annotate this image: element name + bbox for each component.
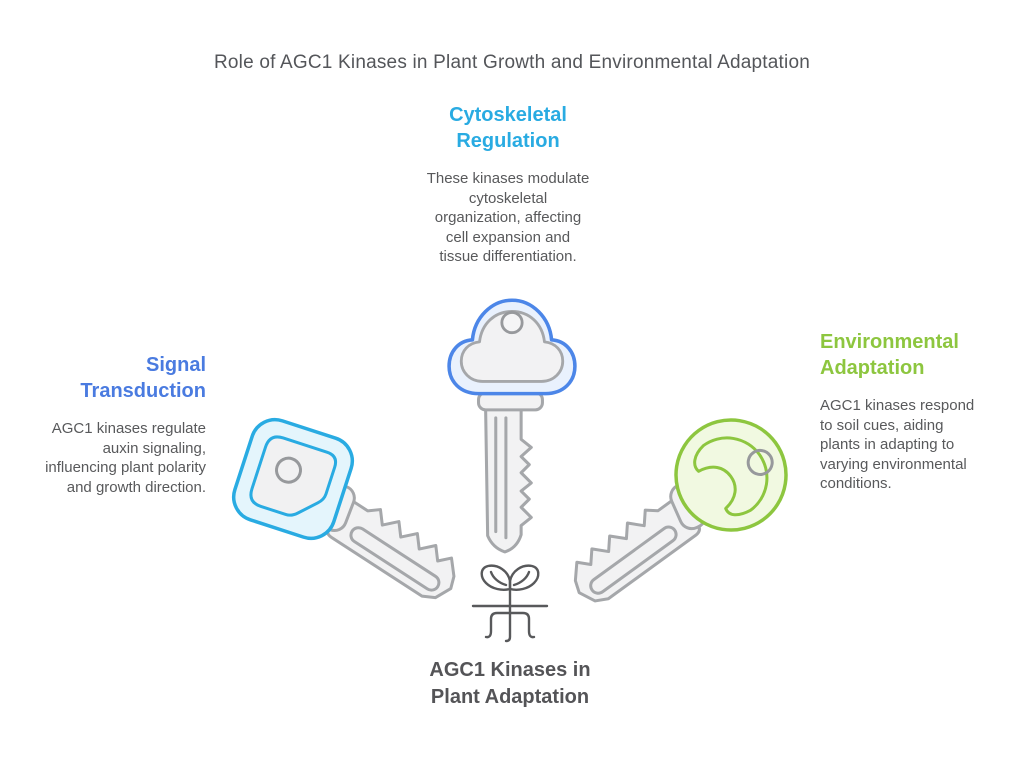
body-line: auxin signaling, (102, 439, 206, 457)
heading-line: Adaptation (820, 357, 925, 379)
section-heading: Signal Transduction (10, 352, 206, 404)
heading-line: Signal (145, 354, 206, 376)
section-heading: Cytoskeletal Regulation (398, 102, 618, 154)
body-line: and growth direction. (66, 478, 206, 496)
center-label-line: AGC1 Kinases in (429, 659, 591, 681)
body-line: plants in adapting to (820, 436, 955, 453)
center-label-line: Plant Adaptation (430, 686, 590, 708)
section-cytoskeletal-regulation: Cytoskeletal Regulation These kinases mo… (398, 102, 618, 267)
heading-line: Environmental (820, 331, 959, 353)
heading-line: Regulation (456, 130, 560, 152)
section-signal-transduction: Signal Transduction AGC1 kinases regulat… (10, 352, 206, 497)
heading-line: Transduction (80, 380, 206, 402)
body-line: organization, affecting (434, 209, 582, 226)
cloud-key-icon (447, 298, 577, 554)
body-line: conditions. (820, 475, 892, 492)
section-body: AGC1 kinases regulate auxin signaling, i… (10, 419, 206, 497)
body-line: to soil cues, aiding (820, 416, 944, 434)
page-title: Role of AGC1 Kinases in Plant Growth and… (213, 52, 810, 73)
body-line: These kinases modulate (426, 170, 590, 187)
section-heading: Environmental Adaptation (820, 329, 1020, 381)
heading-line: Cytoskeletal (449, 104, 567, 126)
center-label: AGC1 Kinases in Plant Adaptation (410, 657, 610, 711)
round-key-icon (573, 418, 788, 603)
body-line: varying environmental (820, 455, 967, 473)
seedling-icon (471, 564, 549, 643)
body-line: tissue differentiation. (439, 248, 577, 265)
section-body: These kinases modulate cytoskeletal orga… (398, 169, 618, 267)
section-environmental-adaptation: Environmental Adaptation AGC1 kinases re… (820, 329, 1020, 494)
body-line: AGC1 kinases regulate (51, 420, 206, 437)
square-key-icon (231, 417, 456, 600)
section-body: AGC1 kinases respond to soil cues, aidin… (820, 396, 1020, 494)
body-line: cytoskeletal (468, 189, 548, 207)
body-line: cell expansion and (445, 228, 571, 246)
body-line: AGC1 kinases respond (820, 397, 975, 414)
body-line: influencing plant polarity (45, 459, 206, 476)
